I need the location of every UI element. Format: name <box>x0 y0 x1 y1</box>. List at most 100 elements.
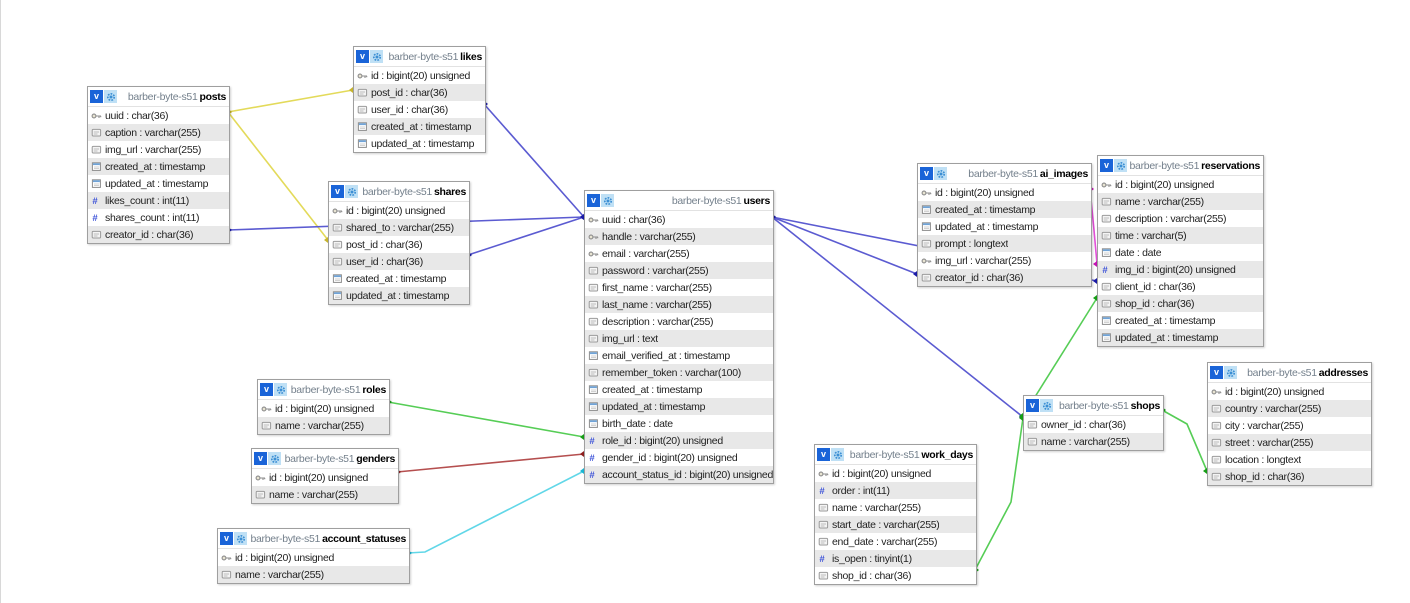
field-row-updated_at[interactable]: updated_at : timestamp <box>354 135 485 152</box>
field-row-name[interactable]: name : varchar(255) <box>815 499 976 516</box>
field-row-remember_token[interactable]: remember_token : varchar(100) <box>585 364 773 381</box>
field-row-location[interactable]: location : longtext <box>1208 451 1371 468</box>
field-row-img_id[interactable]: #img_id : bigint(20) unsigned <box>1098 261 1263 278</box>
table-options-gear-icon[interactable] <box>934 167 947 180</box>
field-row-email[interactable]: email : varchar(255) <box>585 245 773 262</box>
field-row-id[interactable]: id : bigint(20) unsigned <box>815 465 976 482</box>
field-row-uuid[interactable]: uuid : char(36) <box>585 211 773 228</box>
collapse-table-icon[interactable]: v <box>254 452 267 465</box>
field-row-created_at[interactable]: created_at : timestamp <box>88 158 229 175</box>
table-options-gear-icon[interactable] <box>345 185 358 198</box>
field-row-uuid[interactable]: uuid : char(36) <box>88 107 229 124</box>
table-options-gear-icon[interactable] <box>601 194 614 207</box>
field-row-post_id[interactable]: post_id : char(36) <box>354 84 485 101</box>
field-row-created_at[interactable]: created_at : timestamp <box>354 118 485 135</box>
field-row-created_at[interactable]: created_at : timestamp <box>918 201 1091 218</box>
collapse-table-icon[interactable]: v <box>587 194 600 207</box>
field-row-time[interactable]: time : varchar(5) <box>1098 227 1263 244</box>
field-row-updated_at[interactable]: updated_at : timestamp <box>585 398 773 415</box>
field-row-country[interactable]: country : varchar(255) <box>1208 400 1371 417</box>
field-row-owner_id[interactable]: owner_id : char(36) <box>1024 416 1163 433</box>
field-row-first_name[interactable]: first_name : varchar(255) <box>585 279 773 296</box>
collapse-table-icon[interactable]: v <box>90 90 103 103</box>
field-row-account_status_id[interactable]: #account_status_id : bigint(20) unsigned <box>585 466 773 483</box>
field-row-role_id[interactable]: #role_id : bigint(20) unsigned <box>585 432 773 449</box>
field-row-likes_count[interactable]: #likes_count : int(11) <box>88 192 229 209</box>
field-row-password[interactable]: password : varchar(255) <box>585 262 773 279</box>
field-row-shop_id[interactable]: shop_id : char(36) <box>1208 468 1371 485</box>
field-row-img_url[interactable]: img_url : text <box>585 330 773 347</box>
table-options-gear-icon[interactable] <box>831 448 844 461</box>
collapse-table-icon[interactable]: v <box>356 50 369 63</box>
field-row-email_verified_at[interactable]: email_verified_at : timestamp <box>585 347 773 364</box>
field-row-name[interactable]: name : varchar(255) <box>1024 433 1163 450</box>
field-row-creator_id[interactable]: creator_id : char(36) <box>88 226 229 243</box>
field-row-end_date[interactable]: end_date : varchar(255) <box>815 533 976 550</box>
collapse-table-icon[interactable]: v <box>920 167 933 180</box>
field-row-updated_at[interactable]: updated_at : timestamp <box>1098 329 1263 346</box>
field-row-user_id[interactable]: user_id : char(36) <box>329 253 469 270</box>
field-row-id[interactable]: id : bigint(20) unsigned <box>252 469 398 486</box>
field-row-id[interactable]: id : bigint(20) unsigned <box>1208 383 1371 400</box>
field-row-post_id[interactable]: post_id : char(36) <box>329 236 469 253</box>
field-row-shop_id[interactable]: shop_id : char(36) <box>1098 295 1263 312</box>
field-row-img_url[interactable]: img_url : varchar(255) <box>88 141 229 158</box>
field-row-shared_to[interactable]: shared_to : varchar(255) <box>329 219 469 236</box>
table-options-gear-icon[interactable] <box>1040 399 1053 412</box>
field-row-img_url[interactable]: img_url : varchar(255) <box>918 252 1091 269</box>
field-row-caption[interactable]: caption : varchar(255) <box>88 124 229 141</box>
field-row-date[interactable]: date : date <box>1098 244 1263 261</box>
field-row-handle[interactable]: handle : varchar(255) <box>585 228 773 245</box>
collapse-table-icon[interactable]: v <box>817 448 830 461</box>
field-row-created_at[interactable]: created_at : timestamp <box>329 270 469 287</box>
field-row-updated_at[interactable]: updated_at : timestamp <box>918 218 1091 235</box>
table-options-gear-icon[interactable] <box>370 50 383 63</box>
field-row-name[interactable]: name : varchar(255) <box>252 486 398 503</box>
field-row-created_at[interactable]: created_at : timestamp <box>1098 312 1263 329</box>
table-options-gear-icon[interactable] <box>1224 366 1237 379</box>
field-row-id[interactable]: id : bigint(20) unsigned <box>354 67 485 84</box>
field-row-id[interactable]: id : bigint(20) unsigned <box>1098 176 1263 193</box>
field-row-birth_date[interactable]: birth_date : date <box>585 415 773 432</box>
field-row-id[interactable]: id : bigint(20) unsigned <box>918 184 1091 201</box>
field-row-creator_id[interactable]: creator_id : char(36) <box>918 269 1091 286</box>
field-row-name[interactable]: name : varchar(255) <box>258 417 389 434</box>
field-row-street[interactable]: street : varchar(255) <box>1208 434 1371 451</box>
field-row-city[interactable]: city : varchar(255) <box>1208 417 1371 434</box>
field-row-prompt[interactable]: prompt : longtext <box>918 235 1091 252</box>
field-row-shares_count[interactable]: #shares_count : int(11) <box>88 209 229 226</box>
field-row-created_at[interactable]: created_at : timestamp <box>585 381 773 398</box>
field-row-gender_id[interactable]: #gender_id : bigint(20) unsigned <box>585 449 773 466</box>
field-row-client_id[interactable]: client_id : char(36) <box>1098 278 1263 295</box>
table-options-gear-icon[interactable] <box>274 383 287 396</box>
table-options-gear-icon[interactable] <box>104 90 117 103</box>
field-row-description[interactable]: description : varchar(255) <box>585 313 773 330</box>
field-row-id[interactable]: id : bigint(20) unsigned <box>258 400 389 417</box>
field-row-shop_id[interactable]: shop_id : char(36) <box>815 567 976 584</box>
table-options-gear-icon[interactable] <box>1114 159 1127 172</box>
table-options-gear-icon[interactable] <box>234 532 247 545</box>
field-row-id[interactable]: id : bigint(20) unsigned <box>329 202 469 219</box>
field-row-last_name[interactable]: last_name : varchar(255) <box>585 296 773 313</box>
field-row-updated_at[interactable]: updated_at : timestamp <box>329 287 469 304</box>
field-row-description[interactable]: description : varchar(255) <box>1098 210 1263 227</box>
field-row-is_open[interactable]: #is_open : tinyint(1) <box>815 550 976 567</box>
collapse-table-icon[interactable]: v <box>220 532 233 545</box>
collapse-table-icon[interactable]: v <box>1100 159 1113 172</box>
field-row-user_id[interactable]: user_id : char(36) <box>354 101 485 118</box>
